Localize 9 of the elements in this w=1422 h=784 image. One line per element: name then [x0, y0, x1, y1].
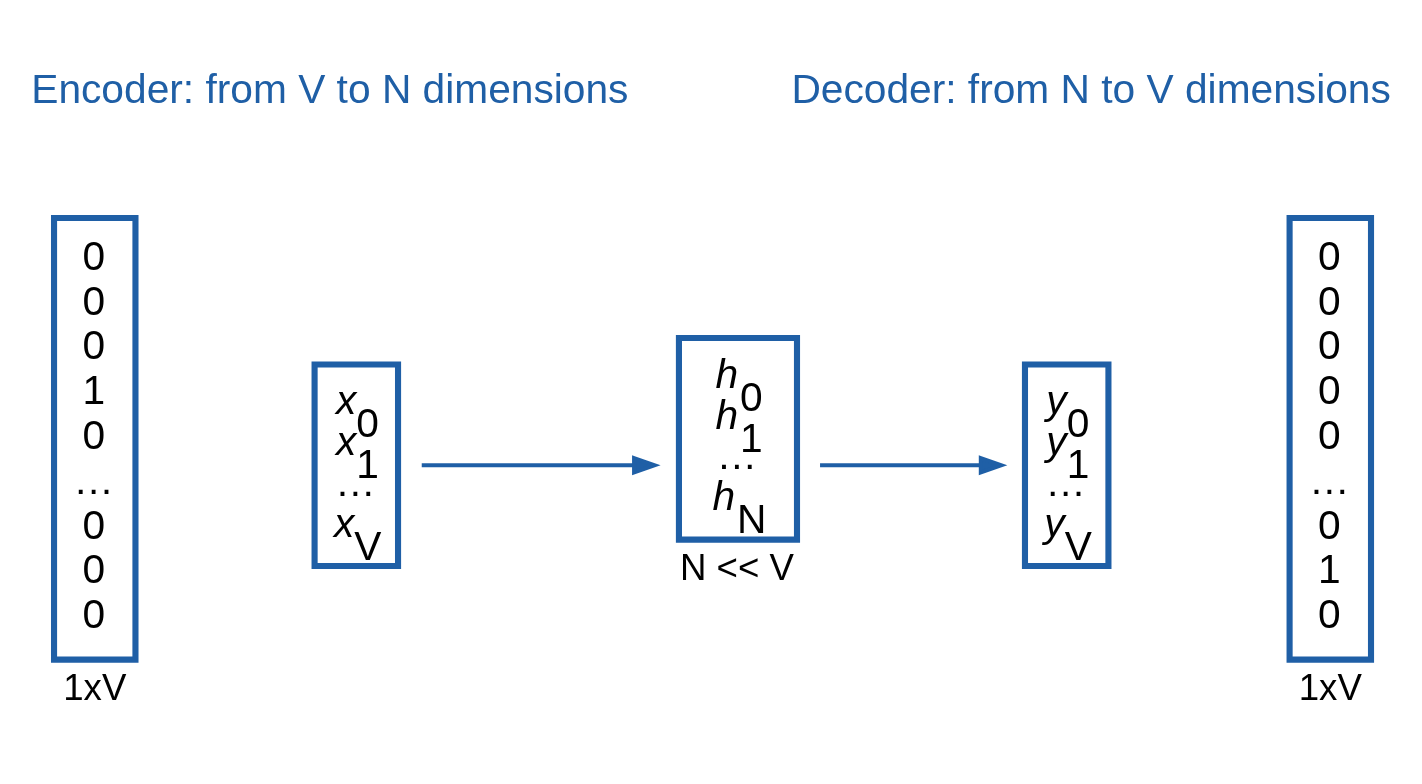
node-box: 0 0 0 1 0 … 0 0 0: [51, 214, 139, 663]
arrow: [820, 455, 1008, 476]
node-label: 1xV: [63, 667, 127, 709]
node-label: 1xV: [1298, 667, 1362, 709]
arrow: [421, 455, 661, 476]
node-label: N << V: [679, 547, 794, 589]
label: Decoder: from N to V dimensions: [791, 65, 1391, 112]
label: Encoder: from V to N dimensions: [31, 65, 629, 112]
node-box: 0 0 0 0 0 … 0 1 0: [1286, 214, 1375, 663]
